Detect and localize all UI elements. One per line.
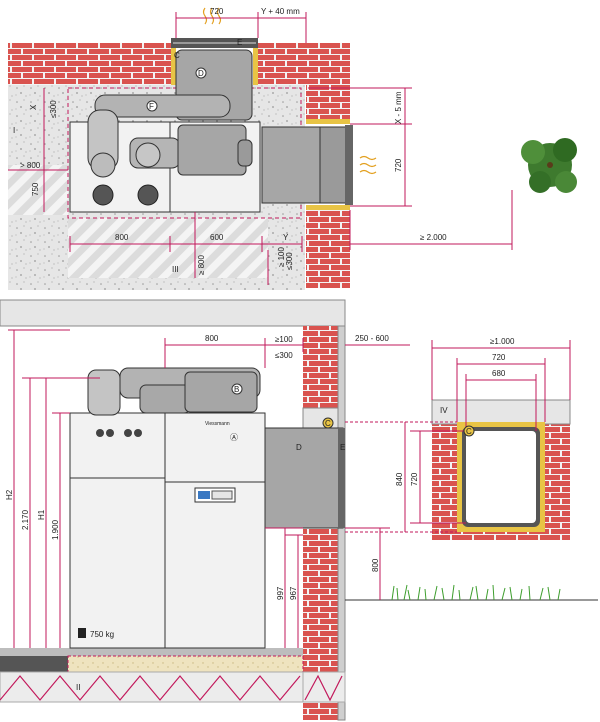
dim-750: 750 — [31, 182, 40, 196]
port-1 — [92, 184, 114, 206]
ceiling-slab — [0, 299, 346, 327]
label-d: D — [198, 69, 204, 78]
dim-opening-840: 840 — [395, 472, 404, 486]
flue-pipe — [94, 94, 231, 118]
label-a: Ⓐ — [230, 433, 238, 442]
clearance-zone-front — [68, 218, 268, 278]
label-roman-i: I — [13, 126, 15, 135]
air-flow-icon — [202, 7, 377, 175]
clearance-zone-left — [8, 165, 68, 215]
label-roman-iv: IV — [440, 406, 448, 415]
dim-top-y40: Y + 40 mm — [261, 7, 300, 16]
label-c-opening: C — [466, 427, 472, 436]
dim-side-250-600: 250 - 600 — [355, 334, 389, 343]
boiler-side — [69, 412, 266, 649]
floor-surface — [0, 648, 303, 656]
back-wall-mid — [258, 43, 306, 85]
label-f: F — [149, 102, 154, 111]
flue-box-b — [184, 371, 258, 413]
dim-opening-720-v: 720 — [410, 472, 419, 486]
dim-967: 967 — [289, 586, 298, 600]
frame-right — [253, 48, 258, 85]
label-f-badge — [146, 100, 158, 112]
dim-600: 600 — [210, 233, 224, 242]
floor-truss — [0, 671, 304, 703]
dim-1900: 1.900 — [51, 519, 60, 540]
dim-ge1000: ≥1.000 — [490, 337, 515, 346]
tree-icon — [521, 138, 577, 193]
dim-2170: 2.170 — [21, 509, 30, 530]
dim-y: Y — [283, 233, 289, 242]
label-b: B — [234, 385, 239, 394]
dim-x: X — [29, 104, 38, 110]
frame-top-side — [306, 119, 350, 124]
dim-side-le300: ≤300 — [275, 351, 293, 360]
corner-wall — [306, 43, 350, 123]
side-view: 750 kg 800 ≥100 ≤300 250 - 600 — [0, 299, 598, 721]
dim-ge2000: ≥ 2.000 — [420, 233, 447, 242]
label-e-side: E — [340, 443, 345, 452]
dim-800-ground: 800 — [371, 558, 380, 572]
weight-label: 750 kg — [90, 630, 114, 639]
opening-view: ≥1.000 720 680 840 720 IV C — [345, 337, 571, 540]
dim-720-right: 720 — [394, 158, 403, 172]
label-d-side: D — [296, 443, 302, 452]
dim-997: 997 — [276, 586, 285, 600]
port-2 — [137, 184, 159, 206]
weight-icon — [78, 628, 86, 638]
dim-800: 800 — [115, 233, 129, 242]
dim-ge100: ≥ 100 — [277, 246, 286, 267]
dim-le300: ≤300 — [285, 252, 294, 270]
label-c-side: C — [325, 419, 331, 428]
dim-h1: H1 — [37, 509, 46, 520]
dim-side-800: 800 — [205, 334, 219, 343]
label-roman-iii: III — [172, 265, 179, 274]
label-c-badge — [322, 417, 334, 429]
opening-lintel — [431, 399, 571, 425]
dim-top-720: 720 — [210, 7, 224, 16]
dim-gt800: > 800 — [20, 161, 41, 170]
label-b-badge — [231, 383, 243, 395]
back-wall-left — [8, 43, 171, 85]
frame-bottom-side — [306, 205, 350, 210]
label-c: C — [174, 51, 180, 60]
air-duct-side — [264, 427, 344, 529]
dim-opening-680: 680 — [492, 369, 506, 378]
label-e: E — [237, 38, 242, 47]
dim-ge800: ≥ 800 — [197, 254, 206, 275]
brand-label: Viessmann — [205, 421, 230, 427]
foundation-zone — [67, 655, 304, 673]
top-view: 720 Y + 40 mm X ≤300 > 800 750 X - 5 mm … — [8, 7, 577, 290]
label-c-opening-badge — [463, 425, 475, 437]
frame-left — [171, 48, 176, 85]
side-wall-lower — [306, 208, 350, 288]
label-d-badge — [195, 67, 207, 79]
label-roman-ii: II — [76, 683, 80, 692]
dim-x5: X - 5 mm — [394, 91, 403, 124]
opening-hole — [466, 431, 536, 523]
dim-le300-left: ≤300 — [49, 100, 58, 118]
dim-opening-720: 720 — [492, 353, 506, 362]
grass-icon — [391, 584, 561, 601]
dim-h2: H2 — [5, 489, 14, 500]
flue-riser — [87, 369, 121, 416]
dim-side-ge100: ≥100 — [275, 335, 293, 344]
